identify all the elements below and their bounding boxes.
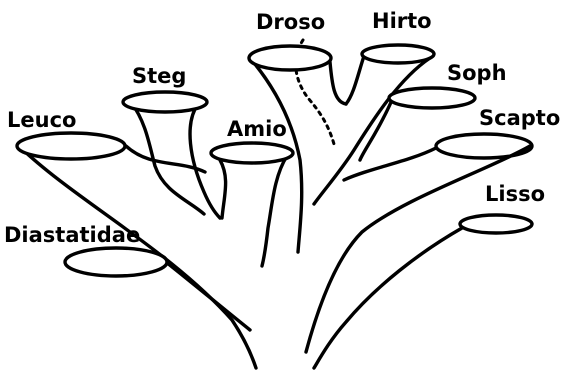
label-soph: Soph [447,61,507,85]
branch-lisso-inner [314,228,462,368]
opening-droso [249,46,331,70]
label-droso: Droso [256,10,325,34]
label-steg: Steg [132,64,186,88]
opening-steg [123,92,207,112]
label-amio: Amio [227,117,287,141]
label-lisso: Lisso [485,182,545,206]
label-diastatidae: Diastatidae [4,223,140,247]
branch-lisso-outer [306,146,530,352]
opening-leuco [17,133,125,159]
branch-hirto-left [346,56,364,104]
opening-soph [389,88,475,108]
label-leuco: Leuco [7,108,76,132]
label-scapto: Scapto [479,106,560,130]
branch-scapto-outline [344,148,436,180]
branch-amio-left [220,160,226,218]
branch-diastatidae [65,248,250,330]
branch-amio-right [262,156,287,266]
branch-steg-right [190,104,220,218]
branch-amio [211,143,293,266]
label-hirto: Hirto [372,9,432,33]
opening-lisso [460,215,532,233]
branch-droso-right [330,62,346,104]
branch-diastatidae-outline [166,262,250,330]
opening-amio [211,143,293,163]
opening-diastatidae [65,248,167,276]
branch-lisso [306,146,532,368]
opening-hirto [362,45,434,63]
